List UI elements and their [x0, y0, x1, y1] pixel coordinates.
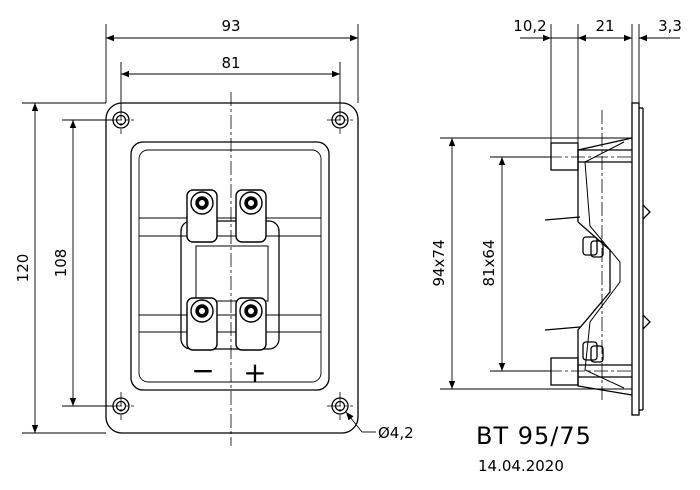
model-name: BT 95/75	[476, 422, 592, 450]
front-cup-inner	[138, 149, 322, 383]
terminal-post	[235, 189, 267, 243]
drawing-date: 14.04.2020	[478, 457, 564, 475]
front-view: − +	[105, 102, 359, 434]
dim-inner-width: 81	[221, 54, 240, 72]
dim-cutout-small: 81x64	[480, 239, 498, 286]
plus-label: +	[243, 356, 266, 389]
minus-label: −	[191, 354, 214, 387]
front-plate-outline	[105, 102, 359, 434]
dim-depth-a: 10,2	[513, 17, 546, 35]
terminal-post	[186, 297, 218, 351]
mounting-holes	[112, 111, 349, 415]
front-dimensions	[22, 24, 376, 434]
dim-cutout-large: 94x74	[430, 239, 448, 286]
front-cup-outline	[130, 141, 330, 391]
side-center-lines	[548, 110, 632, 400]
side-dimensions	[440, 24, 680, 390]
side-flange	[631, 102, 640, 416]
dim-outer-width: 93	[221, 17, 240, 35]
side-post-bottom	[550, 357, 579, 386]
terminal-post	[235, 297, 267, 351]
terminal-posts	[186, 189, 267, 351]
dim-depth-b: 21	[595, 17, 614, 35]
terminal-post	[186, 189, 218, 243]
dim-hole-diameter: Ø4,2	[378, 424, 414, 442]
terminal-frame	[180, 220, 280, 350]
dim-inner-height: 108	[52, 249, 70, 278]
center-lines	[108, 92, 353, 446]
dim-outer-height: 120	[14, 254, 32, 283]
side-view	[544, 102, 651, 416]
dim-depth-c: 3,3	[658, 17, 682, 35]
side-post-top	[550, 142, 579, 171]
